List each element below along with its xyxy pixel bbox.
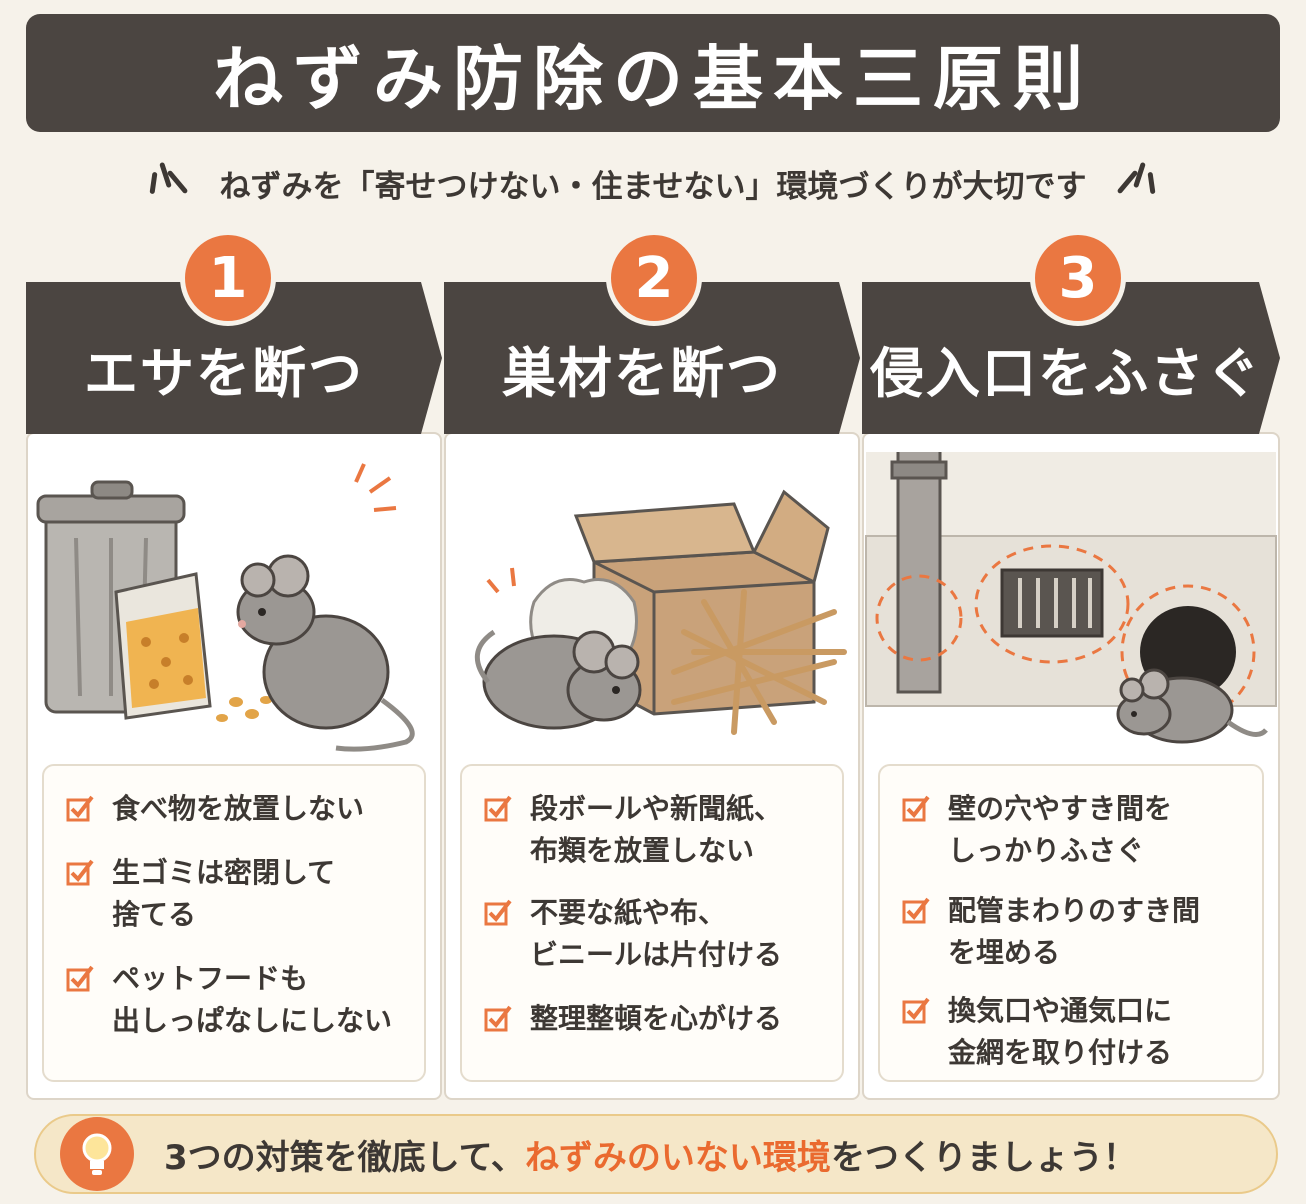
tip-item: 壁の穴やすき間を しっかりふさぐ — [902, 788, 1252, 872]
tips-box: 段ボールや新聞紙、 布類を放置しない 不要な紙や布、 ビニールは片付ける 整理整… — [460, 764, 844, 1082]
mouse-icon — [236, 463, 415, 752]
page-title: ねずみ防除の基本三原則 — [213, 37, 1093, 120]
tip-text: 食べ物を放置しない — [112, 792, 365, 825]
tip-item: 食べ物を放置しない — [66, 788, 414, 830]
tip-text: 配管まわりのすき間 を埋める — [948, 894, 1201, 969]
subtitle-row: ねずみを「寄せつけない・住ませない」環境づくりが大切です — [0, 150, 1306, 216]
tip-item: 不要な紙や布、 ビニールは片付ける — [484, 892, 832, 976]
checkbox-icon — [484, 1005, 512, 1032]
food-illustration — [36, 463, 415, 752]
tip-text: 壁の穴やすき間を しっかりふさぐ — [948, 792, 1173, 867]
food-bag-icon — [114, 572, 212, 720]
principle-number: 2 — [606, 230, 702, 326]
checkbox-icon — [484, 795, 512, 822]
crumbs-icon — [216, 696, 272, 722]
tip-text: 不要な紙や布、 ビニールは片付ける — [530, 896, 783, 971]
checkbox-icon — [902, 897, 930, 924]
principle-card-3: 侵入口をふさぐ 3 — [862, 230, 1280, 1100]
straw-icon — [671, 589, 847, 735]
tip-item: 換気口や通気口に 金網を取り付ける — [902, 990, 1252, 1074]
accent-marks-right-icon — [1115, 158, 1165, 208]
checkbox-icon — [484, 899, 512, 926]
principle-heading: エサを断つ — [84, 341, 364, 405]
mouse-icon — [474, 567, 642, 730]
checkbox-icon — [902, 997, 930, 1024]
principle-card-1: エサを断つ 1 — [26, 230, 442, 1100]
tip-text: 生ゴミは密閉して 捨てる — [112, 856, 336, 931]
principle-card-2: 巣材を断つ 2 — [444, 230, 860, 1100]
pipe-icon — [875, 452, 963, 694]
entry-point-illustration — [865, 452, 1277, 744]
lightbulb-icon — [60, 1117, 134, 1191]
tips-box: 食べ物を放置しない 生ゴミは密閉して 捨てる ペットフードも 出しっぱなしにしな… — [42, 764, 426, 1082]
mouse-icon — [1116, 668, 1268, 744]
checkbox-icon — [66, 965, 94, 992]
checkbox-icon — [66, 795, 94, 822]
checkbox-icon — [66, 859, 94, 886]
tip-text: 段ボールや新聞紙、 布類を放置しない — [530, 792, 783, 867]
subtitle: ねずみを「寄せつけない・住ませない」環境づくりが大切です — [219, 168, 1087, 205]
footer-prefix: 3つの対策を徹底して、 — [164, 1137, 525, 1178]
tip-item: 配管まわりのすき間 を埋める — [902, 890, 1252, 974]
footer-highlight: ねずみのいない環境 — [524, 1137, 831, 1178]
footer-banner: 3つの対策を徹底して、ねずみのいない環境をつくりましょう！ — [34, 1114, 1278, 1194]
vent-icon — [974, 544, 1130, 664]
tip-text: 整理整頓を心がける — [530, 1002, 783, 1035]
principle-number: 3 — [1030, 230, 1126, 326]
principle-heading: 侵入口をふさぐ — [870, 341, 1262, 405]
tip-item: 整理整頓を心がける — [484, 998, 832, 1040]
tip-text: ペットフードも 出しっぱなしにしない — [112, 962, 393, 1037]
footer-message: 3つの対策を徹底して、ねずみのいない環境をつくりましょう！ — [164, 1130, 1137, 1179]
title-banner: ねずみ防除の基本三原則 — [26, 14, 1280, 132]
tip-item: ペットフードも 出しっぱなしにしない — [66, 958, 414, 1042]
tip-item: 段ボールや新聞紙、 布類を放置しない — [484, 788, 832, 872]
tip-text: 換気口や通気口に 金網を取り付ける — [948, 994, 1173, 1069]
principle-heading: 巣材を断つ — [502, 341, 782, 405]
tip-item: 生ゴミは密閉して 捨てる — [66, 852, 414, 936]
tips-box: 壁の穴やすき間を しっかりふさぐ 配管まわりのすき間 を埋める 換気口や通気口に… — [878, 764, 1264, 1082]
cardboard-box-icon — [573, 489, 830, 716]
principle-number: 1 — [180, 230, 276, 326]
checkbox-icon — [902, 795, 930, 822]
nest-material-illustration — [474, 489, 847, 735]
footer-suffix: をつくりましょう！ — [830, 1137, 1137, 1178]
principle-header: 巣材を断つ — [444, 282, 860, 434]
accent-marks-left-icon — [141, 158, 191, 208]
